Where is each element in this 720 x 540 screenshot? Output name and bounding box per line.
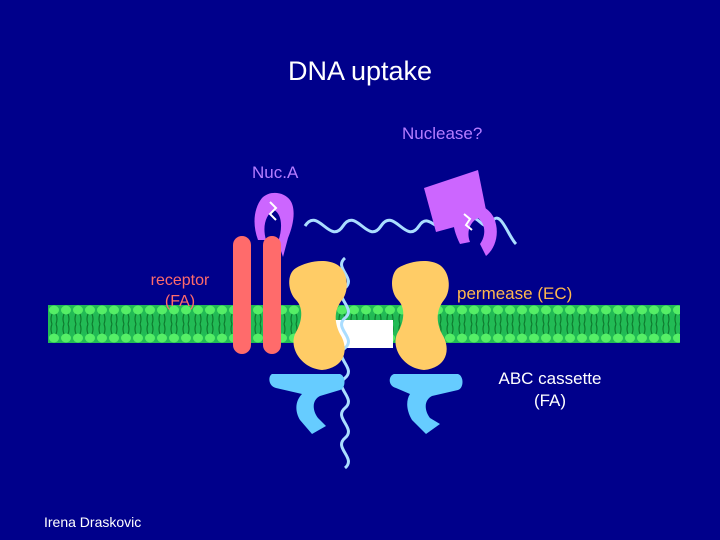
dna-strand-extracellular-left — [303, 218, 443, 234]
abc-cassette-label: ABC cassette (FA) — [470, 368, 630, 412]
nuclease-question-label: Nuclease? — [402, 124, 483, 143]
receptor-label: receptor (FA) — [128, 270, 232, 312]
nuca-label: Nuc.A — [252, 163, 299, 182]
permease-right-subunit — [392, 261, 449, 370]
abc-cassette-right — [389, 374, 463, 434]
permease-label: permease (EC) — [457, 284, 573, 303]
receptor-left-chain — [233, 236, 251, 354]
author-credit: Irena Draskovic — [44, 514, 142, 530]
abc-label-line2: (FA) — [533, 391, 567, 410]
receptor-label-line2: (FA) — [164, 293, 196, 310]
abc-label-line1: ABC cassette — [498, 369, 602, 388]
nuca-nuclease — [254, 192, 294, 257]
candidate-nuclease-claw — [453, 204, 497, 256]
receptor-label-line1: receptor — [150, 272, 210, 289]
diagram-title: DNA uptake — [287, 56, 433, 86]
permease-left-subunit — [289, 261, 347, 370]
receptor-right-chain — [263, 236, 281, 354]
abc-cassette-left — [269, 374, 345, 434]
